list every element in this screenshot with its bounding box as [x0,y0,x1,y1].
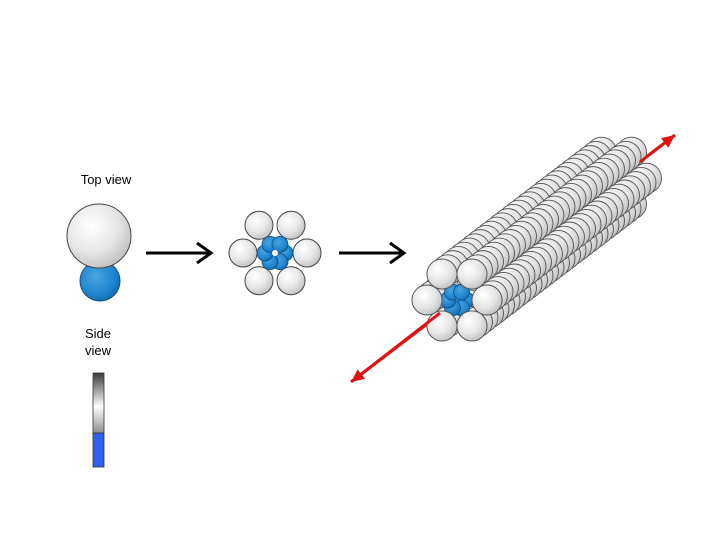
hexamer-disc [228,210,322,296]
stack-front-head [411,284,443,316]
side-view-tail-segment [92,432,105,468]
cylinder-axis-front [351,135,675,382]
molecule-head [66,203,132,269]
stack-front-head [471,284,503,316]
step-arrow-1 [146,241,214,265]
cylinder-stack [411,136,662,342]
stack-front-head [456,310,488,342]
disc-head [276,266,306,296]
disc-head [228,238,258,268]
molecule-top-view [66,203,132,302]
stack-front-head [426,258,458,290]
disc-head [292,238,322,268]
axis-arrowhead-start [351,369,365,382]
side-view-head-segment [92,372,105,435]
stack-front-head [456,258,488,290]
side-view-label-line2: view [84,343,111,358]
disc-head [276,210,306,240]
top-view-label: Top view [80,172,132,187]
stack-front-head [426,310,458,342]
molecule-side-view [92,372,105,468]
axis-line-tip [639,138,670,164]
axis-arrowhead-end [661,135,675,148]
side-view-label-line1: Side [84,326,112,341]
disc-tail [271,235,289,253]
disc-center [272,250,278,256]
step-arrow-2 [339,241,407,265]
axis-line-front [356,311,441,379]
disc-head [244,266,274,296]
disc-head [244,210,274,240]
